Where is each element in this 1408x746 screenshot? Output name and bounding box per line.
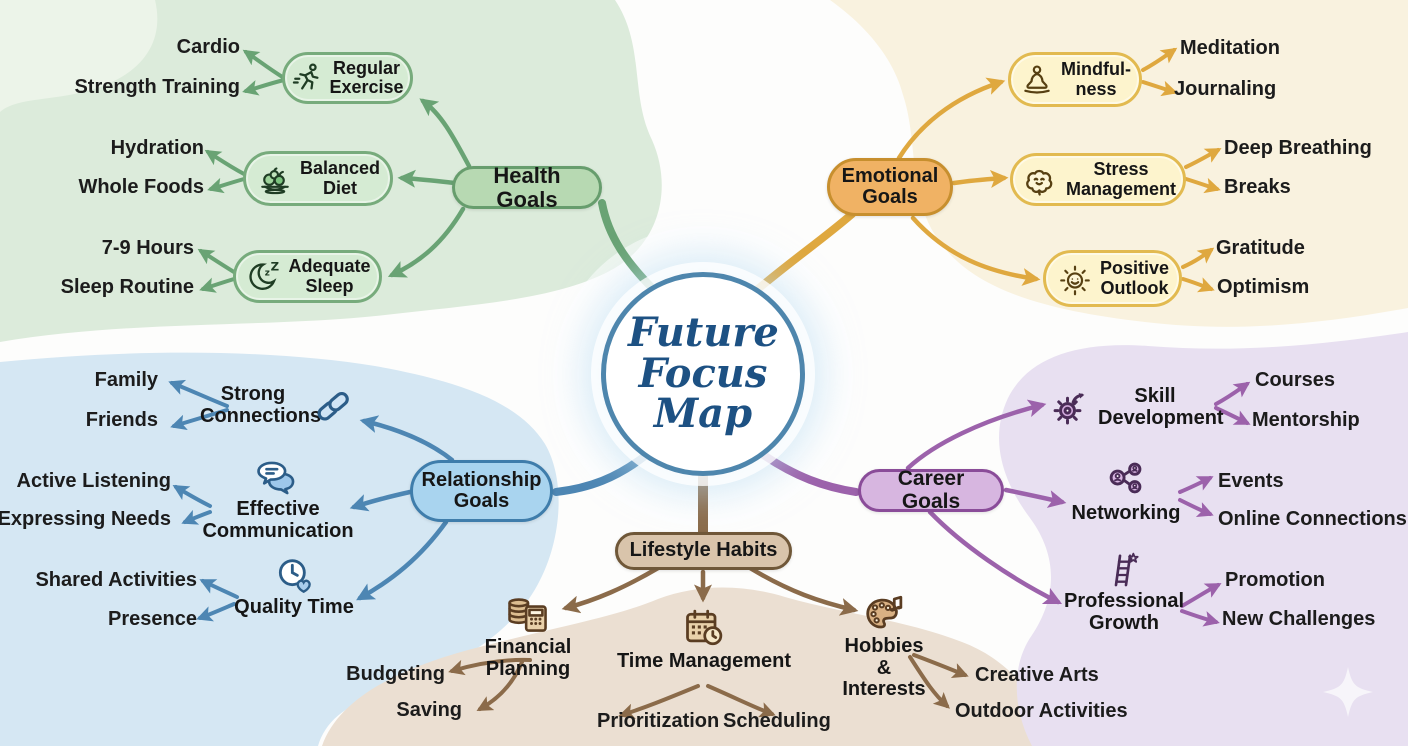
leaf-presence: Presence [108, 608, 197, 630]
leaf-scheduling: Scheduling [723, 710, 831, 732]
leaf-mentorship: Mentorship [1252, 409, 1360, 431]
node-networking: Networking [1072, 460, 1180, 525]
clock-heart-icon [273, 556, 315, 596]
leaf-gratitude: Gratitude [1216, 237, 1305, 259]
leaf-events: Events [1218, 470, 1284, 492]
node-balanced-diet: Balanced Diet [243, 151, 393, 206]
region-lifestyle [322, 587, 1052, 746]
leaf-online-connections: Online Connections [1218, 508, 1407, 530]
node-label: Hobbies & Interests [842, 635, 926, 701]
node-label: Stress Management [1066, 159, 1177, 199]
coins-calculator-icon [504, 590, 552, 636]
node-positive-outlook: Positive Outlook [1043, 250, 1182, 307]
region-health-light [0, 0, 158, 112]
node-label: Quality Time [234, 596, 354, 618]
branch-label: Lifestyle Habits [629, 539, 778, 562]
runner-icon [291, 62, 323, 94]
node-label: Time Management [616, 650, 792, 672]
node-label: Strong Connections [200, 383, 322, 427]
node-professional-growth: Professional Growth [1064, 550, 1184, 634]
leaf-optimism: Optimism [1217, 276, 1310, 298]
node-label: Networking [1071, 502, 1181, 524]
leaf-whole-foods: Whole Foods [78, 176, 204, 198]
node-skill-development: Skill Development [1050, 385, 1224, 430]
svg-text:z: z [264, 268, 269, 278]
svg-text:Z: Z [270, 259, 278, 273]
node-label: Positive Outlook [1099, 258, 1170, 298]
node-mindfulness: Mindful-ness [1008, 52, 1142, 107]
node-adequate-sleep: z Z Adequate Sleep [233, 250, 382, 303]
node-effective-communication: Effective Communication [202, 458, 354, 542]
leaf-outdoor-activities: Outdoor Activities [955, 700, 1128, 722]
leaf-hydration: Hydration [110, 137, 204, 159]
crescent-moon-icon: z Z [245, 259, 283, 295]
leaf-journaling: Journaling [1174, 78, 1277, 100]
leaf-shared-activities: Shared Activities [35, 569, 197, 591]
central-node: Future Focus Map [601, 272, 805, 476]
leaf-7-9-hours: 7-9 Hours [101, 237, 194, 259]
node-financial-planning: Financial Planning [484, 590, 572, 680]
node-label: Regular Exercise [329, 57, 404, 97]
leaf-promotion: Promotion [1225, 569, 1325, 591]
node-label: Financial Planning [484, 636, 572, 680]
branch-relationship-goals: Relationship Goals [410, 460, 553, 522]
node-label: Skill Development [1098, 385, 1224, 429]
leaf-family: Family [94, 369, 158, 391]
branch-label: Emotional Goals [841, 164, 939, 208]
branch-career-goals: Career Goals [858, 467, 1004, 513]
sun-smiley-icon [1056, 261, 1094, 297]
branch-label: Relationship Goals [421, 468, 542, 512]
leaf-friends: Friends [85, 409, 158, 431]
leaf-saving: Saving [396, 699, 462, 721]
node-time-management: Time Management [616, 606, 792, 673]
map-title: Future Focus Map [628, 308, 779, 438]
node-label: Effective Communication [202, 498, 354, 542]
leaf-budgeting: Budgeting [346, 663, 445, 685]
node-regular-exercise: Regular Exercise [282, 52, 413, 104]
region-career [999, 332, 1408, 746]
node-label: Professional Growth [1063, 590, 1185, 634]
leaf-cardio: Cardio [176, 36, 240, 58]
gear-arrow-icon [1050, 386, 1092, 430]
chain-link-icon [312, 384, 354, 428]
leaf-prioritization: Prioritization [597, 710, 720, 732]
leaf-breaks: Breaks [1224, 176, 1291, 198]
leaf-creative-arts: Creative Arts [975, 664, 1099, 686]
fruit-bowl-icon [256, 162, 294, 196]
leaf-courses: Courses [1255, 369, 1336, 391]
node-stress-management: Stress Management [1010, 153, 1186, 206]
ladder-star-icon [1105, 550, 1143, 590]
branch-label: Health Goals [493, 163, 561, 212]
node-label: Adequate Sleep [288, 256, 371, 296]
speech-bubbles-icon [255, 458, 301, 498]
palette-music-icon [861, 591, 907, 635]
leaf-meditation: Meditation [1180, 37, 1280, 59]
sparkle-icon [1323, 667, 1373, 717]
node-label: Balanced Diet [299, 158, 381, 198]
leaf-new-challenges: New Challenges [1222, 608, 1376, 630]
leaf-expressing-needs: Expressing Needs [0, 508, 171, 530]
brain-icon [1020, 163, 1060, 197]
leaf-active-listening: Active Listening [16, 470, 171, 492]
meditation-icon [1019, 63, 1055, 97]
branch-lifestyle-habits: Lifestyle Habits [615, 532, 792, 570]
node-strong-connections: Strong Connections [200, 384, 354, 428]
leaf-strength-training: Strength Training [74, 76, 240, 98]
branch-label: Career Goals [897, 467, 965, 513]
region-relationship [0, 352, 559, 746]
branch-health-goals: Health Goals [452, 163, 602, 212]
people-network-icon [1103, 460, 1149, 502]
leaf-deep-breathing: Deep Breathing [1224, 137, 1372, 159]
calendar-clock-icon [681, 606, 727, 650]
node-hobbies-interests: Hobbies & Interests [838, 591, 930, 701]
branch-emotional-goals: Emotional Goals [827, 158, 953, 216]
node-quality-time: Quality Time [234, 556, 354, 619]
node-label: Mindful-ness [1061, 59, 1131, 99]
leaf-sleep-routine: Sleep Routine [60, 276, 194, 298]
